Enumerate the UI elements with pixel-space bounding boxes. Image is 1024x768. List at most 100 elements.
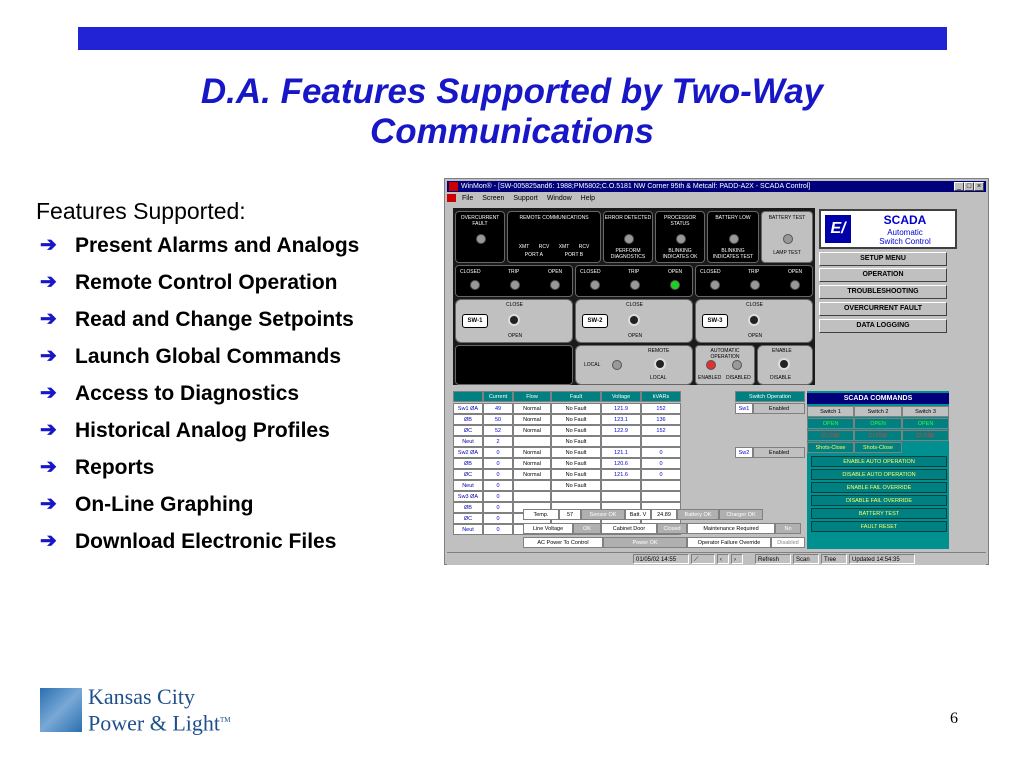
sw1-knob[interactable] — [508, 314, 520, 326]
enable-knob[interactable] — [778, 358, 790, 370]
setup-menu-button[interactable]: SETUP MENU — [819, 252, 947, 266]
sw2-closed-led — [590, 280, 600, 290]
table-cell: 0 — [483, 513, 513, 524]
table-cell: 0 — [483, 480, 513, 491]
table-cell: Normal — [513, 403, 551, 414]
fault-reset-button[interactable]: FAULT RESET — [811, 521, 947, 532]
sw3-close-command[interactable]: CLOSE — [902, 430, 949, 441]
sw2-label: SW-2 — [582, 314, 608, 328]
prev-button[interactable]: ‹ — [717, 554, 729, 564]
sw2-open-led — [670, 280, 680, 290]
company-logo: Kansas City Power & LightTM — [40, 686, 280, 738]
sw1-open-command[interactable]: OPEN — [807, 418, 854, 429]
sw3-label: SW-3 — [702, 314, 728, 328]
table-cell: Sw1 ØA — [453, 403, 483, 414]
local-remote-knob[interactable] — [654, 358, 666, 370]
table-cell: Normal — [513, 425, 551, 436]
switch-operation-header: Switch Operation — [735, 391, 805, 402]
next-button[interactable]: › — [731, 554, 743, 564]
arrow-icon: ➔ — [40, 493, 57, 515]
feature-item: ➔Present Alarms and Analogs — [40, 234, 360, 257]
sw1-closed-led — [470, 280, 480, 290]
table-cell: Neut — [453, 524, 483, 535]
enable-disable-control: ENABLE DISABLE — [757, 345, 813, 385]
sw1-close-command[interactable]: CLOSE — [807, 430, 854, 441]
error-alarm: ERROR DETECTED PERFORM DIAGNOSTICS — [603, 211, 653, 263]
auto-disabled-led — [732, 360, 742, 370]
sw3-open-command[interactable]: OPEN — [902, 418, 949, 429]
menu-screen[interactable]: Screen — [482, 195, 505, 202]
status-bar: 01/05/02 14:55 ⟋ ‹ › Refresh Scan Tree U… — [447, 552, 986, 565]
battery-test-command-button[interactable]: BATTERY TEST — [811, 508, 947, 519]
sw1-shots-close[interactable]: Shots-Close — [807, 442, 854, 453]
disable-auto-operation-button[interactable]: DISABLE AUTO OPERATION — [811, 469, 947, 480]
sw2-control: SW-2 CLOSE OPEN — [575, 299, 693, 343]
table-cell: 0 — [483, 447, 513, 458]
logo-line2: Power & Light — [88, 710, 220, 736]
scada-logo: E/ SCADA Automatic Switch Control — [819, 209, 957, 249]
table-cell: 122.9 — [601, 425, 641, 436]
scan-button[interactable]: Scan — [793, 554, 819, 564]
feature-item: ➔Launch Global Commands — [40, 345, 342, 368]
menu-bar: File Screen Support Window Help — [447, 193, 986, 204]
scada-commands-panel: SCADA COMMANDS Switch 1 Switch 2 Switch … — [807, 391, 949, 549]
feature-item: ➔Read and Change Setpoints — [40, 308, 354, 331]
sw3-control: SW-3 CLOSE OPEN — [695, 299, 813, 343]
battery-low-alarm: BATTERY LOW BLINKING INDICATES TEST — [707, 211, 759, 263]
enable-fail-override-button[interactable]: ENABLE FAIL OVERRIDE — [811, 482, 947, 493]
sw3-knob[interactable] — [748, 314, 760, 326]
slide-title: D.A. Features Supported by Two-Way Commu… — [80, 72, 944, 152]
table-cell: Sw2 ØA — [453, 447, 483, 458]
table-cell: 0 — [641, 469, 681, 480]
table-cell: 136 — [641, 414, 681, 425]
sw2-shots-close[interactable]: Shots-Close — [854, 442, 902, 453]
battery-test-led — [783, 234, 793, 244]
menu-file[interactable]: File — [461, 195, 474, 202]
arrow-icon: ➔ — [40, 234, 57, 256]
tree-button[interactable]: Tree — [821, 554, 847, 564]
minimize-button[interactable]: _ — [954, 182, 964, 191]
operation-button[interactable]: OPERATION — [819, 268, 947, 282]
graph-icon[interactable]: ⟋ — [691, 554, 715, 564]
sw2-open-command[interactable]: OPEN — [854, 418, 902, 429]
table-cell: 0 — [483, 502, 513, 513]
menu-support[interactable]: Support — [513, 195, 538, 202]
table-cell: 52 — [483, 425, 513, 436]
table-cell: 0 — [483, 491, 513, 502]
table-cell — [513, 436, 551, 447]
table-cell: No Fault — [551, 447, 601, 458]
scada-title: SCADA — [883, 213, 927, 227]
sw2-knob[interactable] — [628, 314, 640, 326]
refresh-button[interactable]: Refresh — [755, 554, 791, 564]
table-cell: ØB — [453, 458, 483, 469]
table-cell — [641, 436, 681, 447]
table-cell: Normal — [513, 458, 551, 469]
page-number: 6 — [950, 710, 958, 727]
table-cell: No Fault — [551, 458, 601, 469]
table-cell: 49 — [483, 403, 513, 414]
battery-test-button[interactable]: BATTERY TEST LAMP TEST — [761, 211, 813, 263]
table-cell: ØC — [453, 425, 483, 436]
data-logging-button[interactable]: DATA LOGGING — [819, 319, 947, 333]
sw2-close-command[interactable]: CLOSE — [854, 430, 902, 441]
table-cell: Normal — [513, 469, 551, 480]
disable-fail-override-button[interactable]: DISABLE FAIL OVERRIDE — [811, 495, 947, 506]
overcurrent-fault-button[interactable]: OVERCURRENT FAULT — [819, 302, 947, 316]
menu-window[interactable]: Window — [546, 195, 572, 202]
table-cell: 0 — [483, 469, 513, 480]
troubleshooting-button[interactable]: TROUBLESHOOTING — [819, 285, 947, 299]
enable-auto-operation-button[interactable]: ENABLE AUTO OPERATION — [811, 456, 947, 467]
table-cell: 2 — [483, 436, 513, 447]
sw2-op-label: Sw2 — [735, 447, 753, 458]
table-cell — [601, 436, 641, 447]
table-cell: 123.1 — [601, 414, 641, 425]
menu-help[interactable]: Help — [580, 195, 596, 202]
table-cell: ØB — [453, 502, 483, 513]
maximize-button[interactable]: □ — [964, 182, 974, 191]
window-title: WinMon® - [SW-005825and6: 1988;PM5802;C.… — [461, 183, 811, 190]
table-cell: 0 — [641, 447, 681, 458]
table-cell — [601, 491, 641, 502]
table-cell: Normal — [513, 414, 551, 425]
scada-commands-title: SCADA COMMANDS — [807, 393, 949, 404]
close-button[interactable]: × — [974, 182, 984, 191]
